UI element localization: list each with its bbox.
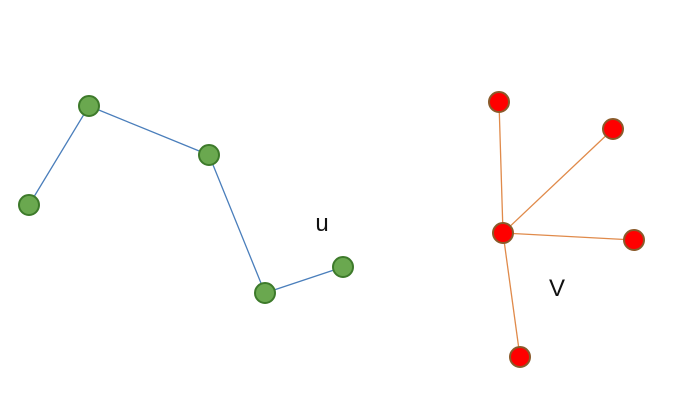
graph-u-edge-0-1	[28, 105, 90, 206]
graph-v-node-0	[492, 222, 514, 244]
graph-u-node-2	[198, 144, 220, 166]
graph-u-node-1	[78, 95, 100, 117]
graph-u-edge-2-3	[208, 154, 266, 294]
graph-u	[18, 95, 354, 304]
graph-v-node-3	[623, 229, 645, 251]
graph-u-edge-1-2	[88, 105, 210, 156]
graph-v-edge-0-4	[502, 232, 521, 358]
graph-v-edge-0-2	[502, 128, 614, 234]
graph-u-node-0	[18, 194, 40, 216]
graph-u-node-4	[332, 256, 354, 278]
graph-v-edge-0-1	[498, 101, 504, 234]
graph-u-node-3	[254, 282, 276, 304]
graph-v-edge-0-3	[502, 232, 635, 241]
graph-u-edge-3-4	[264, 266, 344, 294]
graph-v-label: V	[549, 275, 565, 302]
graph-v-node-4	[509, 346, 531, 368]
graph-v-node-1	[488, 91, 510, 113]
graph-v	[488, 91, 645, 368]
graph-u-label: u	[315, 210, 328, 237]
graph-v-node-2	[602, 118, 624, 140]
